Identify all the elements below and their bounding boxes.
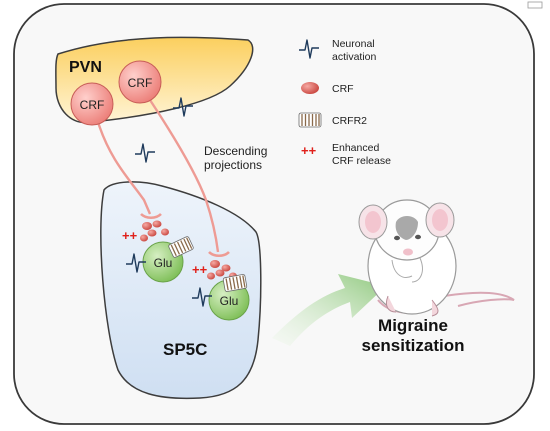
legend-crf-label: CRF	[332, 83, 354, 95]
sensitization-arrow-icon	[272, 274, 386, 346]
crf-vesicles-lower	[207, 260, 237, 280]
sp5c-label: SP5C	[163, 340, 207, 359]
svg-text:CRF: CRF	[80, 98, 105, 112]
axon-left	[96, 121, 152, 215]
pvn-label: PVN	[69, 59, 102, 76]
svg-text:Glu: Glu	[220, 294, 239, 308]
outcome-line1: Migraine	[378, 316, 448, 335]
legend-crfr2-label: CRFR2	[332, 115, 367, 127]
legend-enhanced-symbol: ++	[301, 143, 317, 158]
legend-crfr2-icon	[298, 112, 322, 128]
legend-activation-line1: Neuronal	[332, 38, 375, 50]
glu-neuron-lower: Glu	[208, 279, 250, 321]
legend: Neuronal activation CRF CRFR2 ++ Enhance…	[298, 38, 391, 167]
axon-terminal-left	[140, 212, 162, 220]
axon-right	[145, 93, 220, 253]
enhanced-marker-lower: ++	[192, 262, 208, 277]
legend-enhanced-line1: Enhanced	[332, 142, 379, 154]
legend-activation-line2: activation	[332, 51, 377, 63]
descending-label-line1: Descending	[204, 144, 267, 158]
crf-neuron-right: CRF	[118, 60, 162, 104]
descending-label-line2: projections	[204, 158, 262, 172]
svg-text:Glu: Glu	[154, 256, 173, 270]
crf-neuron-left: CRF	[70, 82, 114, 126]
corner-mark	[527, 1, 543, 9]
svg-text:CRF: CRF	[128, 76, 153, 90]
crf-vesicles-upper	[140, 220, 169, 242]
outcome-line2: sensitization	[362, 336, 465, 355]
legend-enhanced-line2: CRF release	[332, 155, 391, 167]
legend-crf-icon	[301, 82, 319, 94]
mouse-illustration-icon	[358, 199, 515, 317]
axon-terminal-right	[208, 250, 230, 258]
enhanced-marker-upper: ++	[122, 228, 138, 243]
